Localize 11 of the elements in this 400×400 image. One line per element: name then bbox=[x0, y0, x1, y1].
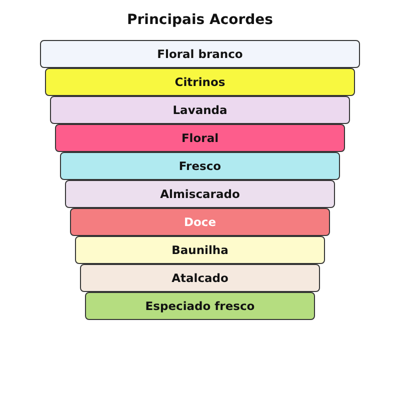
chart-title: Principais Acordes bbox=[126, 11, 274, 30]
accord-bar: Especiado fresco bbox=[85, 292, 315, 320]
accord-bar: Floral branco bbox=[40, 40, 360, 68]
accord-bar: Fresco bbox=[60, 152, 340, 180]
accord-bar: Atalcado bbox=[80, 264, 320, 292]
accord-bar: Citrinos bbox=[45, 68, 355, 96]
accord-bar: Almiscarado bbox=[65, 180, 335, 208]
accord-bar: Lavanda bbox=[50, 96, 350, 124]
accord-bar: Doce bbox=[70, 208, 330, 236]
accord-bar: Floral bbox=[55, 124, 345, 152]
accord-bar: Baunilha bbox=[75, 236, 325, 264]
